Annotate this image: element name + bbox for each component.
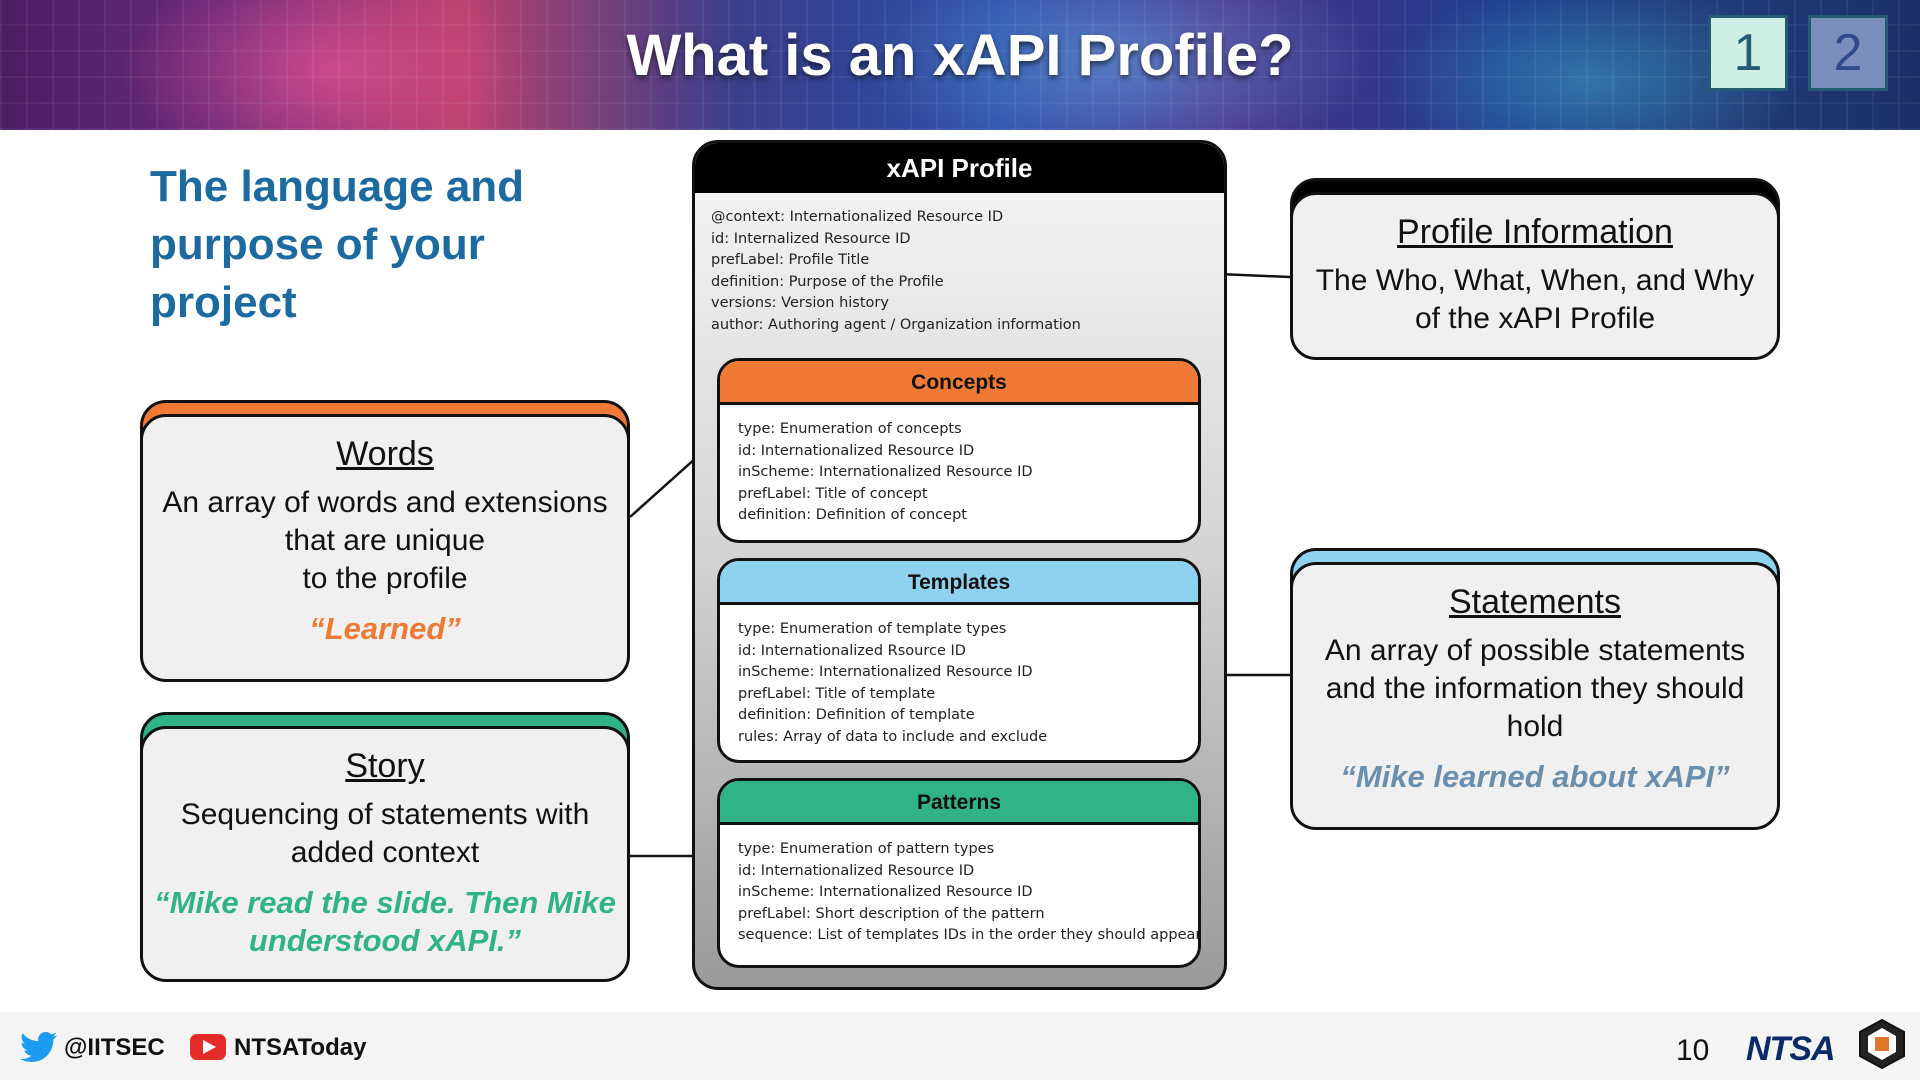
story-card: Story Sequencing of statements with adde… [140,712,630,982]
page-number: 10 [1676,1034,1709,1068]
words-quote: “Learned” [143,610,627,648]
words-box: Words An array of words and extensions t… [140,414,630,682]
profile-info-description: The Who, What, When, and Why of the xAPI… [1293,262,1777,338]
words-description: An array of words and extensions that ar… [143,484,627,598]
patterns-field: id: Internationalized Resource ID [738,861,1198,883]
story-quote-line: “Mike read the slide. Then Mike [143,884,627,922]
profile-field: prefLabel: Profile Title [711,250,1224,272]
statements-card: Statements An array of possible statemen… [1290,548,1780,830]
words-title: Words [143,435,627,474]
profile-field: id: Internalized Resource ID [711,229,1224,251]
templates-field: type: Enumeration of template types [738,619,1198,641]
templates-field: id: Internationalized Rsource ID [738,641,1198,663]
story-description: Sequencing of statements with added cont… [143,796,627,872]
templates-field: inScheme: Internationalized Resource ID [738,662,1198,684]
patterns-field: type: Enumeration of pattern types [738,839,1198,861]
profile-field: versions: Version history [711,293,1224,315]
concepts-field: id: Internationalized Resource ID [738,441,1198,463]
words-desc-line: An array of words and extensions [143,484,627,522]
statements-desc-line: hold [1293,708,1777,746]
profile-field: definition: Purpose of the Profile [711,272,1224,294]
youtube-handle[interactable]: NTSAToday [234,1034,366,1062]
profile-field: author: Authoring agent / Organization i… [711,315,1224,337]
statements-box: Statements An array of possible statemen… [1290,562,1780,830]
words-card: Words An array of words and extensions t… [140,400,630,682]
profile-info-card: Profile Information The Who, What, When,… [1290,178,1780,360]
patterns-fields: type: Enumeration of pattern types id: I… [720,825,1198,947]
words-desc-line: that are unique [143,522,627,560]
patterns-field: inScheme: Internationalized Resource ID [738,882,1198,904]
templates-fields: type: Enumeration of template types id: … [720,605,1198,748]
concepts-fields: type: Enumeration of concepts id: Intern… [720,405,1198,527]
statements-title: Statements [1293,583,1777,622]
concepts-panel: Concepts type: Enumeration of concepts i… [717,358,1201,543]
templates-field: prefLabel: Title of template [738,684,1198,706]
story-box: Story Sequencing of statements with adde… [140,726,630,982]
concepts-field: prefLabel: Title of concept [738,484,1198,506]
nav-slide-2[interactable]: 2 [1808,15,1888,91]
section-heading: The language and purpose of your project [150,158,570,332]
header-banner: What is an xAPI Profile? 1 2 [0,0,1920,130]
words-desc-line: to the profile [143,560,627,598]
templates-panel: Templates type: Enumeration of template … [717,558,1201,763]
story-quote-line: understood xAPI.” [143,922,627,960]
statements-quote: “Mike learned about xAPI” [1293,758,1777,796]
slide-title: What is an xAPI Profile? [0,22,1920,89]
story-desc-line: Sequencing of statements with [143,796,627,834]
xapi-profile-fields: @context: Internationalized Resource ID … [695,193,1224,336]
profile-info-desc-line: The Who, What, When, and Why [1293,262,1777,300]
iitsec-badge-icon [1856,1018,1908,1070]
patterns-header: Patterns [720,781,1198,825]
xapi-profile-card: xAPI Profile @context: Internationalized… [692,140,1227,990]
templates-field: definition: Definition of template [738,705,1198,727]
profile-info-title: Profile Information [1293,213,1777,252]
patterns-panel: Patterns type: Enumeration of pattern ty… [717,778,1201,968]
twitter-handle[interactable]: @IITSEC [64,1034,165,1062]
profile-info-desc-line: of the xAPI Profile [1293,300,1777,338]
story-desc-line: added context [143,834,627,872]
youtube-icon[interactable] [190,1034,226,1060]
profile-field: @context: Internationalized Resource ID [711,207,1224,229]
nav-slide-1[interactable]: 1 [1708,15,1788,91]
statements-description: An array of possible statements and the … [1293,632,1777,746]
statements-desc-line: and the information they should [1293,670,1777,708]
concepts-header: Concepts [720,361,1198,405]
concepts-field: type: Enumeration of concepts [738,419,1198,441]
ntsa-logo: NTSA [1746,1030,1835,1069]
templates-field: rules: Array of data to include and excl… [738,727,1198,749]
templates-header: Templates [720,561,1198,605]
patterns-field: sequence: List of templates IDs in the o… [738,925,1198,947]
statements-desc-line: An array of possible statements [1293,632,1777,670]
xapi-profile-header: xAPI Profile [695,143,1224,193]
concepts-field: definition: Definition of concept [738,505,1198,527]
concepts-field: inScheme: Internationalized Resource ID [738,462,1198,484]
twitter-icon[interactable] [20,1032,58,1062]
story-quote: “Mike read the slide. Then Mike understo… [143,884,627,960]
patterns-field: prefLabel: Short description of the patt… [738,904,1198,926]
profile-info-box: Profile Information The Who, What, When,… [1290,192,1780,360]
story-title: Story [143,747,627,786]
